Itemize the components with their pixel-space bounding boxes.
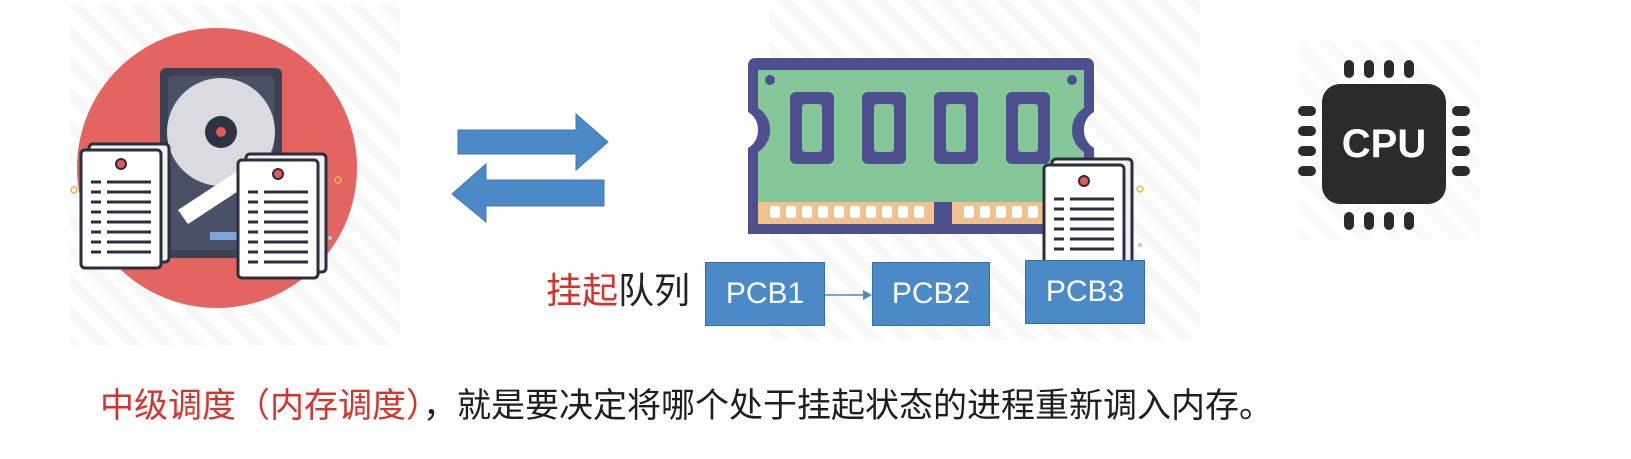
document-icon bbox=[1042, 157, 1144, 275]
cpu-chip-graphic bbox=[1298, 60, 1470, 230]
queue-link-arrow bbox=[825, 290, 872, 300]
document-icon bbox=[236, 152, 328, 280]
pcb-box-3: PCB3 bbox=[1025, 260, 1145, 324]
caption-rest: ，就是要决定将哪个处于挂起状态的进程重新调入内存。 bbox=[423, 386, 1273, 426]
queue-label-highlight: 挂起 bbox=[546, 271, 619, 312]
caption-highlight: 中级调度（内存调度） bbox=[100, 386, 423, 426]
cpu-label: CPU bbox=[1341, 121, 1427, 166]
pcb-box-1: PCB1 bbox=[705, 262, 825, 326]
queue-label-rest: 队列 bbox=[618, 271, 691, 312]
caption-text: 中级调度（内存调度），就是要决定将哪个处于挂起状态的进程重新调入内存。 bbox=[100, 384, 1273, 428]
cpu-icon: CPU bbox=[1296, 58, 1472, 232]
exchange-arrows-icon bbox=[451, 112, 609, 224]
memory-ram-icon bbox=[748, 58, 1094, 234]
document-icon bbox=[79, 142, 171, 270]
pcb-box-2: PCB2 bbox=[872, 262, 990, 326]
suspend-queue-label: 挂起队列 bbox=[546, 270, 690, 314]
